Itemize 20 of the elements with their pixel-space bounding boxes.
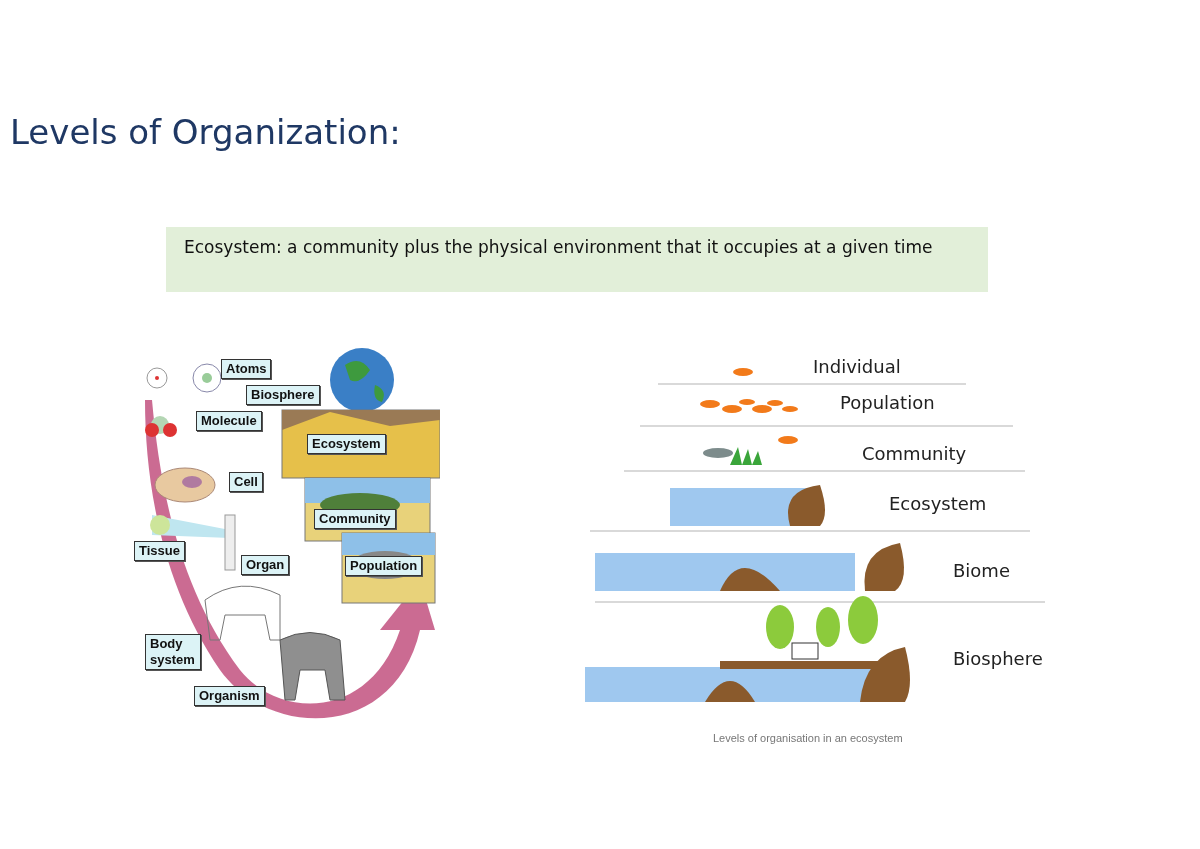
level-label: Community <box>314 509 396 529</box>
level-label: Tissue <box>134 541 185 561</box>
slide-title: Levels of Organization: <box>10 112 401 152</box>
level-label: Cell <box>229 472 263 492</box>
level-name: Biosphere <box>953 648 1043 669</box>
definition-box: Ecosystem: a community plus the physical environment that it occupies at a given time <box>166 227 988 292</box>
level-label: Biosphere <box>246 385 320 405</box>
figure-caption: Levels of organisation in an ecosystem <box>713 732 903 744</box>
level-label: Atoms <box>221 359 272 379</box>
level-name: Individual <box>813 356 901 377</box>
level-label: Ecosystem <box>307 434 386 454</box>
level-label: Population <box>345 556 423 576</box>
level-label: Organ <box>241 555 290 575</box>
level-label: Body system <box>145 634 201 670</box>
level-name: Biome <box>953 560 1010 581</box>
level-name: Community <box>862 443 967 464</box>
level-name: Population <box>840 392 935 413</box>
level-label: Organism <box>194 686 265 706</box>
level-label: Molecule <box>196 411 262 431</box>
level-name: Ecosystem <box>889 493 987 514</box>
